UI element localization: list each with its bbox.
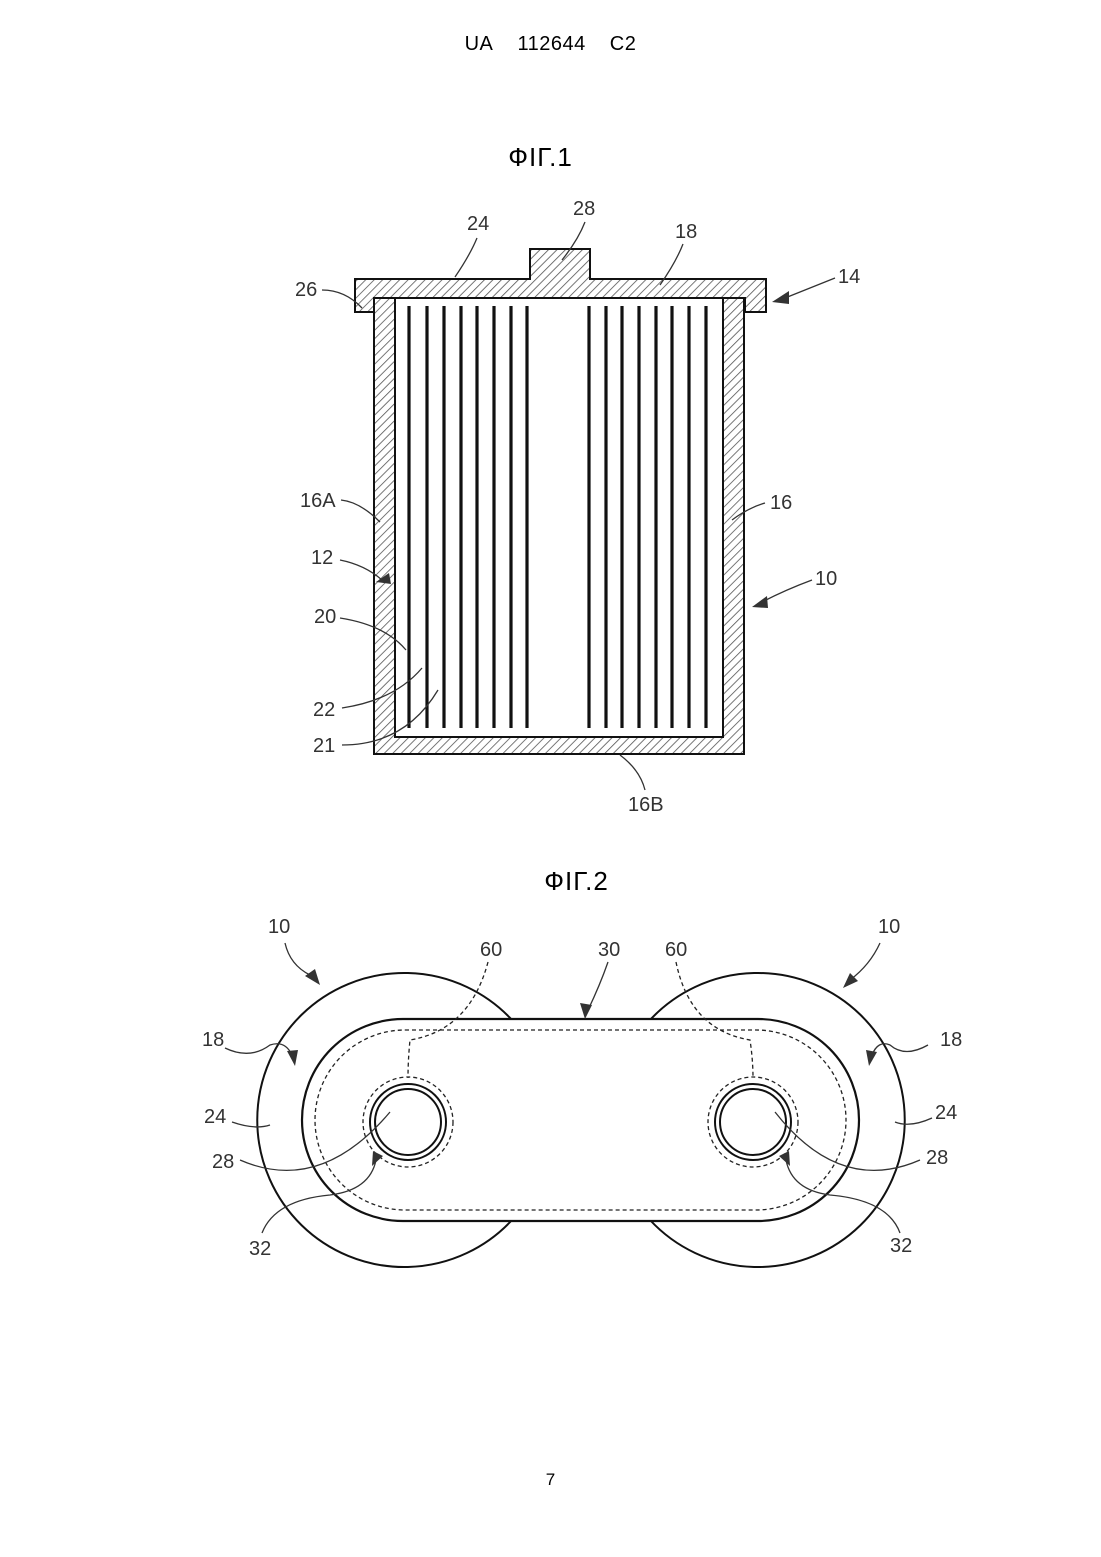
label-60-left: 60	[480, 939, 502, 961]
label-28-left: 28	[212, 1151, 234, 1173]
label-24: 24	[467, 213, 489, 235]
label-24-left: 24	[204, 1106, 226, 1128]
label-18-right: 18	[940, 1029, 962, 1051]
label-32-right: 32	[890, 1235, 912, 1257]
label-60-right: 60	[665, 939, 687, 961]
page-number: 7	[0, 1470, 1101, 1490]
label-24-right: 24	[935, 1102, 957, 1124]
label-10-right: 10	[878, 916, 900, 938]
figure-2-drawing: 10 10 60 30 60 18 18 24 24 28 28 32 32	[202, 916, 962, 1267]
label-28-right: 28	[926, 1147, 948, 1169]
label-26: 26	[295, 279, 317, 301]
label-20: 20	[314, 606, 336, 628]
figure-1-drawing: 24 28 18 26 14 16A 16 12 10 20 22 21 16B	[295, 198, 860, 816]
label-16b: 16B	[628, 794, 664, 816]
label-32-left: 32	[249, 1238, 271, 1260]
label-10-left: 10	[268, 916, 290, 938]
label-21: 21	[313, 735, 335, 757]
label-12: 12	[311, 547, 333, 569]
label-10: 10	[815, 568, 837, 590]
label-16: 16	[770, 492, 792, 514]
label-30: 30	[598, 939, 620, 961]
busbar-30	[302, 1019, 859, 1221]
label-18: 18	[675, 221, 697, 243]
label-18-left: 18	[202, 1029, 224, 1051]
label-14: 14	[838, 266, 860, 288]
label-22: 22	[313, 699, 335, 721]
label-28: 28	[573, 198, 595, 220]
label-16a: 16A	[300, 490, 336, 512]
